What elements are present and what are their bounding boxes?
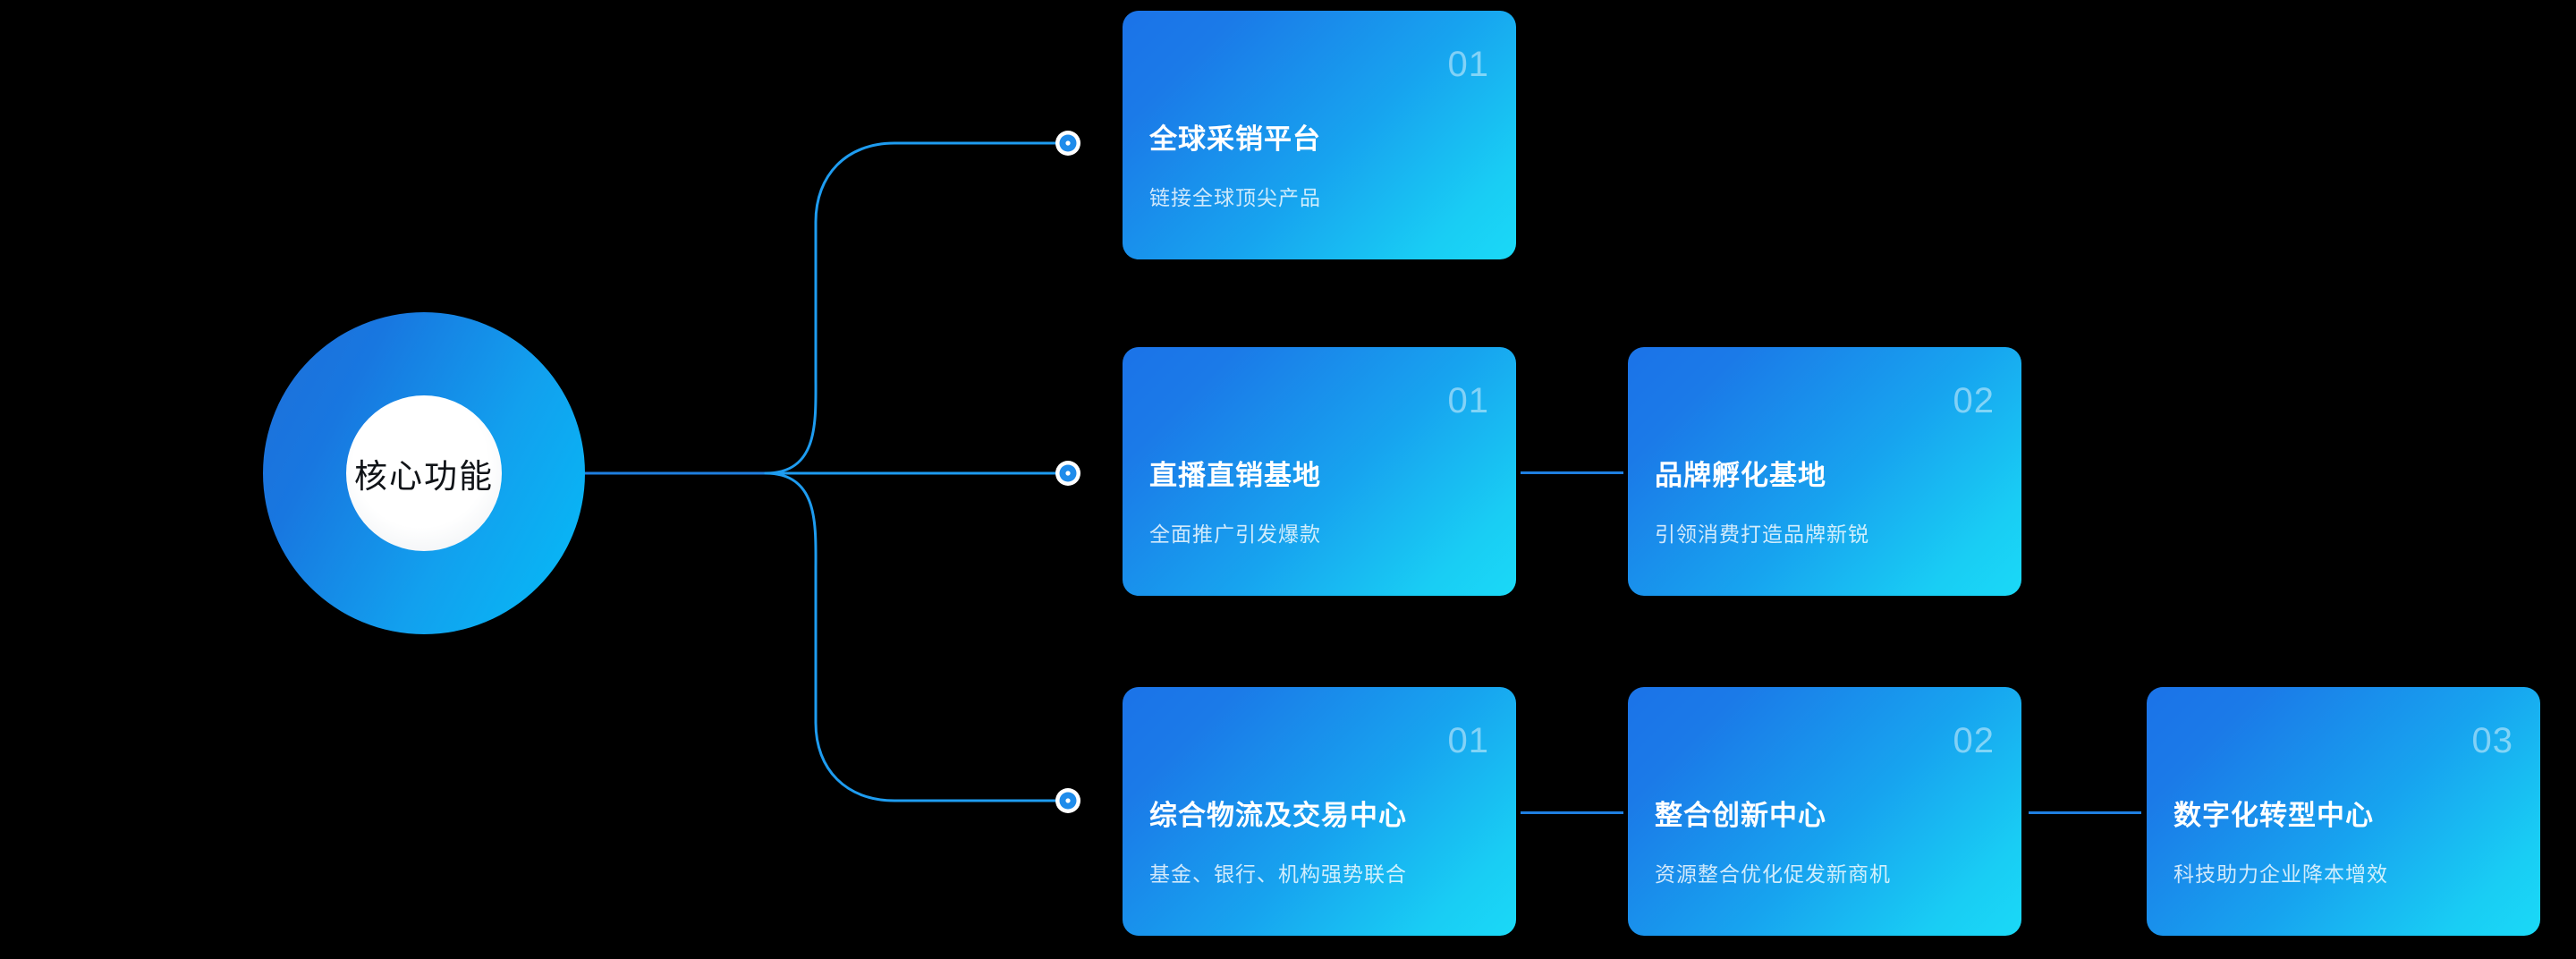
card-subtitle: 全面推广引发爆款 (1149, 522, 1321, 546)
joiner-row2-1-2 (1521, 471, 1623, 474)
feature-card[interactable]: 01 全球采销平台 链接全球顶尖产品 (1123, 11, 1516, 259)
joiner-row3-1-2 (1521, 811, 1623, 814)
card-subtitle: 基金、银行、机构强势联合 (1149, 862, 1407, 886)
node-dot-middle[interactable] (1055, 461, 1080, 486)
feature-card[interactable]: 01 综合物流及交易中心 基金、银行、机构强势联合 (1123, 687, 1516, 936)
card-title: 直播直销基地 (1149, 460, 1321, 491)
card-title: 品牌孵化基地 (1655, 460, 1826, 491)
node-dot-top[interactable] (1055, 131, 1080, 156)
card-number: 03 (2471, 721, 2513, 760)
feature-card[interactable]: 02 整合创新中心 资源整合优化促发新商机 (1628, 687, 2021, 936)
card-subtitle: 引领消费打造品牌新锐 (1655, 522, 1869, 546)
card-title: 综合物流及交易中心 (1149, 800, 1407, 831)
branch-line-bottom (764, 471, 1070, 802)
card-subtitle: 资源整合优化促发新商机 (1655, 862, 1891, 886)
card-title: 数字化转型中心 (2174, 800, 2374, 831)
hub-label: 核心功能 (354, 458, 494, 495)
joiner-row3-2-3 (2029, 811, 2141, 814)
card-number: 02 (1953, 381, 1995, 420)
feature-card[interactable]: 02 品牌孵化基地 引领消费打造品牌新锐 (1628, 347, 2021, 596)
card-subtitle: 科技助力企业降本增效 (2174, 862, 2388, 886)
card-title: 全球采销平台 (1149, 123, 1321, 155)
card-number: 01 (1447, 381, 1489, 420)
card-number: 02 (1953, 721, 1995, 760)
node-dot-bottom[interactable] (1055, 788, 1080, 813)
card-subtitle: 链接全球顶尖产品 (1149, 186, 1321, 209)
card-number: 01 (1447, 721, 1489, 760)
feature-card[interactable]: 01 直播直销基地 全面推广引发爆款 (1123, 347, 1516, 596)
card-title: 整合创新中心 (1655, 800, 1826, 831)
hub-inner-circle[interactable]: 核心功能 (346, 395, 502, 551)
card-number: 01 (1447, 45, 1489, 84)
feature-card[interactable]: 03 数字化转型中心 科技助力企业降本增效 (2147, 687, 2540, 936)
branch-line-top (764, 141, 1070, 475)
